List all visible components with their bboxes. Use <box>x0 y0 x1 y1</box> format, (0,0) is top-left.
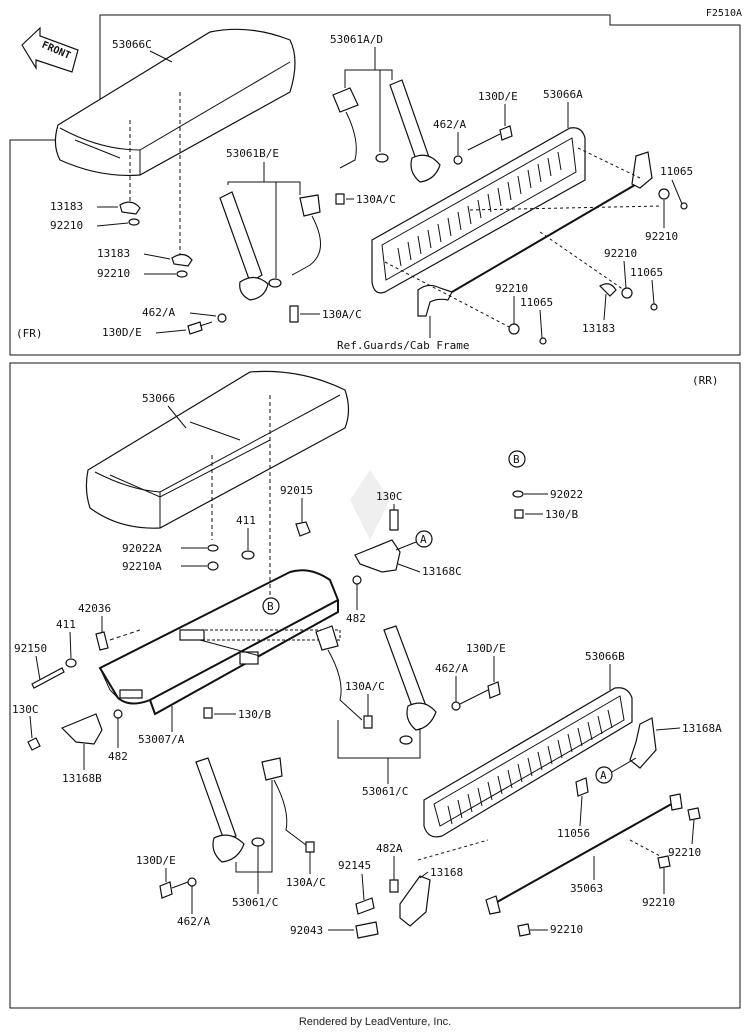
label-130c-top: 130C <box>376 490 403 503</box>
label-11065-c: 11065 <box>520 296 553 309</box>
callout-a-top: A <box>415 530 433 548</box>
label-130ac-mid: 130A/C <box>345 680 385 693</box>
callout-a-right: A <box>595 766 613 784</box>
label-53066c: 53066C <box>112 38 152 51</box>
label-130ac-bottom: 130A/C <box>322 308 362 321</box>
label-462a-mid: 462/A <box>435 662 468 675</box>
seat-frame-53007a <box>98 569 341 716</box>
label-35063: 35063 <box>570 882 603 895</box>
label-53061b-e: 53061B/E <box>226 147 279 160</box>
seat-belt-b-e <box>219 191 321 301</box>
label-92145: 92145 <box>338 859 371 872</box>
label-92150: 92150 <box>14 642 47 655</box>
label-92022a: 92022A <box>122 542 162 555</box>
label-411-left: 411 <box>56 618 76 631</box>
label-411-top: 411 <box>236 514 256 527</box>
callout-a-right-text: A <box>600 769 607 782</box>
label-13168: 13168 <box>430 866 463 879</box>
label-42036: 42036 <box>78 602 111 615</box>
label-53066b: 53066B <box>585 650 625 663</box>
label-92022: 92022 <box>550 488 583 501</box>
label-13183-b: 13183 <box>97 247 130 260</box>
label-130ac-low: 130A/C <box>286 876 326 889</box>
watermark-logo <box>350 470 390 540</box>
label-53066a: 53066A <box>543 88 583 101</box>
label-92210-r2: 92210 <box>642 896 675 909</box>
label-462a-top: 462/A <box>433 118 466 131</box>
label-130de-top: 130D/E <box>478 90 518 103</box>
label-53066: 53066 <box>142 392 175 405</box>
seat-belt-c-bottom <box>195 757 307 863</box>
label-92210-e: 92210 <box>97 267 130 280</box>
label-13183-c: 13183 <box>582 322 615 335</box>
bracket-13183-left <box>119 201 193 278</box>
label-482a: 482A <box>376 842 403 855</box>
label-92210-a: 92210 <box>645 230 678 243</box>
label-482-left: 482 <box>108 750 128 763</box>
front-panel-tag: (FR) <box>16 327 43 340</box>
label-53061c-bottom: 53061/C <box>232 896 278 909</box>
label-13168c: 13168C <box>422 565 462 578</box>
label-482-right: 482 <box>346 612 366 625</box>
label-130de-low: 130D/E <box>136 854 176 867</box>
label-130de-bottom: 130D/E <box>102 326 142 339</box>
footer-credit: Rendered by LeadVenture, Inc. <box>298 1016 452 1028</box>
rear-seat-53066 <box>85 370 350 600</box>
label-92210a: 92210A <box>122 560 162 573</box>
label-13183-a: 13183 <box>50 200 83 213</box>
front-ref-note: Ref.Guards/Cab Frame <box>337 339 469 352</box>
label-92210-r3: 92210 <box>550 923 583 936</box>
label-92043: 92043 <box>290 924 323 937</box>
label-130ac-top: 130A/C <box>356 193 396 206</box>
callout-a-text-top: A <box>420 533 427 546</box>
label-462a-low: 462/A <box>177 915 210 928</box>
label-92210-r1: 92210 <box>668 846 701 859</box>
label-13168a: 13168A <box>682 722 722 735</box>
seat-belt-a-d <box>332 79 441 183</box>
label-53061a-d: 53061A/D <box>330 33 383 46</box>
label-92210-d: 92210 <box>50 219 83 232</box>
label-11065-b: 11065 <box>630 266 663 279</box>
rear-panel-tag: (RR) <box>692 374 719 387</box>
label-11065-a: 11065 <box>660 165 693 178</box>
label-13168b: 13168B <box>62 772 102 785</box>
callout-b-top: B <box>508 450 526 468</box>
label-53007a: 53007/A <box>138 733 185 746</box>
label-130b-mid: 130/B <box>238 708 271 721</box>
label-130b-right: 130/B <box>545 508 578 521</box>
seat-belt-c-top <box>315 625 437 745</box>
callout-b-frame-text: B <box>267 600 274 613</box>
label-53061c-top: 53061/C <box>362 785 408 798</box>
label-92015: 92015 <box>280 484 313 497</box>
front-arrow-icon: FRONT <box>21 26 79 73</box>
backrest-53066b <box>423 687 633 838</box>
label-92210-c: 92210 <box>495 282 528 295</box>
label-130de-mid: 130D/E <box>466 642 506 655</box>
label-130c-left: 130C <box>12 703 39 716</box>
label-462a-bottom: 462/A <box>142 306 175 319</box>
seat-cushion <box>54 28 296 265</box>
label-11056: 11056 <box>557 827 590 840</box>
callout-b-text: B <box>513 453 520 466</box>
label-92210-b: 92210 <box>604 247 637 260</box>
callout-b-frame: B <box>262 597 280 615</box>
diagram-code: F2510A <box>705 8 742 19</box>
rear-panel-border <box>9 362 741 1009</box>
